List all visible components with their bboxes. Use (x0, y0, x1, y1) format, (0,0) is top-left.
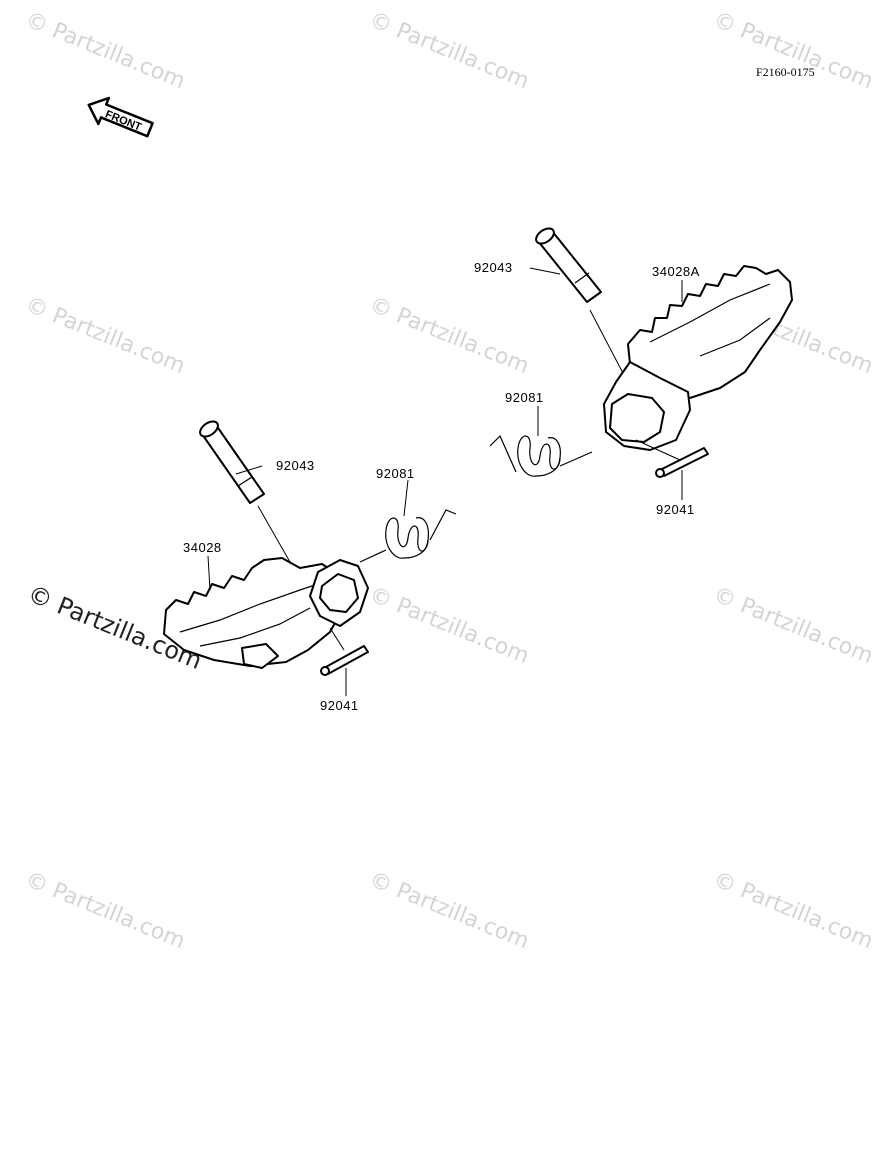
part-label-spring-right: 92081 (505, 390, 544, 405)
watermark-text: © Partzilla.com (366, 582, 533, 669)
pin-left (199, 420, 291, 563)
footpeg-right (603, 265, 793, 451)
spring-right (489, 434, 593, 477)
watermark-text: © Partzilla.com (22, 7, 189, 94)
watermark-text: © Partzilla.com (22, 292, 189, 379)
diagram-code: F2160-0175 (756, 65, 815, 79)
part-label-footpeg-left: 34028 (183, 540, 222, 555)
part-label-spring-left: 92081 (376, 466, 415, 481)
watermark-layer: © Partzilla.com © Partzilla.com © Partzi… (22, 7, 877, 954)
pin-right (535, 227, 638, 401)
footpeg-left (163, 557, 369, 669)
cotter-pin-right (635, 439, 709, 500)
label-leaders (207, 267, 683, 591)
watermark-text: © Partzilla.com (710, 7, 877, 94)
part-label-footpeg-right: 34028A (652, 264, 700, 279)
part-label-cotter-right: 92041 (656, 502, 695, 517)
watermark-text: © Partzilla.com (710, 582, 877, 669)
part-label-pin-left: 92043 (276, 458, 315, 473)
watermark-text: © Partzilla.com (710, 867, 877, 954)
part-label-pin-right: 92043 (474, 260, 513, 275)
front-arrow-icon: FRONT (87, 96, 154, 138)
watermark-text: © Partzilla.com (366, 292, 533, 379)
part-label-cotter-left: 92041 (320, 698, 359, 713)
watermark-text: © Partzilla.com (366, 867, 533, 954)
watermark-text: © Partzilla.com (22, 867, 189, 954)
watermark-text: © Partzilla.com (366, 7, 533, 94)
spring-left (359, 509, 457, 563)
cotter-pin-left (320, 627, 369, 696)
